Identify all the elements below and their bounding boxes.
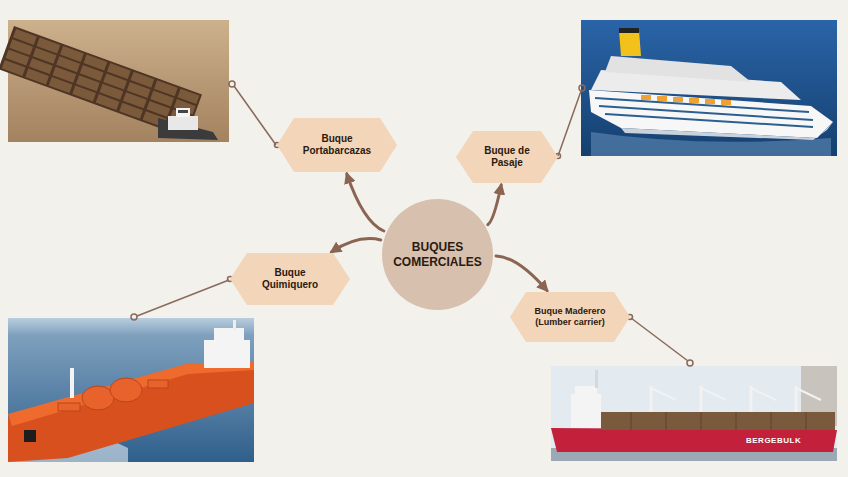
category-hexagon: Buque Quimiquero — [230, 253, 350, 305]
crane-jibs — [651, 388, 821, 400]
leader-dot — [687, 360, 693, 366]
curved-arrow — [496, 256, 547, 291]
barge-train — [0, 26, 202, 138]
hull-shadow — [621, 122, 833, 140]
category-label: Buque Quimiquero — [248, 267, 332, 292]
top-decks — [605, 56, 751, 82]
barge-photo — [0, 20, 229, 142]
leader-line — [234, 86, 276, 145]
hull-logo — [24, 430, 36, 442]
lumber-photo — [551, 366, 837, 461]
curved-arrow — [488, 185, 501, 225]
hexagon-fill — [277, 118, 397, 172]
deck-tanks — [58, 378, 168, 411]
hexagon-fill — [456, 131, 558, 183]
node-text: BUQUES COMERCIALES — [390, 240, 485, 270]
cranes — [651, 386, 796, 412]
hexagon-fill — [510, 292, 630, 342]
category-label: Buque de Pasaje — [474, 145, 540, 170]
curved-arrow — [331, 239, 380, 252]
barge-holds — [2, 29, 200, 135]
leader-dot — [579, 85, 585, 91]
sea — [8, 318, 254, 462]
sea — [581, 20, 837, 156]
leader-dot — [131, 314, 137, 320]
central-circle: BUQUES COMERCIALES — [382, 199, 493, 310]
tanker-photo — [8, 318, 254, 462]
category-hexagon: Buque Maderero (Lumber carrier) — [510, 292, 630, 342]
log-stacks — [631, 412, 806, 430]
tanker-deck — [8, 362, 254, 426]
node-text: Buque Maderero (Lumber carrier) — [524, 306, 616, 329]
category-hexagon: Buque Portabarcazas — [277, 118, 397, 172]
hull-lettering: BERGEBULK — [746, 436, 801, 445]
lifeboats — [641, 95, 731, 105]
funnel-top — [619, 28, 639, 33]
leader-line — [631, 318, 688, 361]
node-text: Buque de Pasaje — [474, 145, 540, 170]
leader-dot — [229, 81, 235, 87]
bow-mast — [70, 368, 74, 398]
category-label: Buque Portabarcazas — [295, 133, 379, 158]
sky — [551, 366, 837, 461]
category-label: Buque Maderero (Lumber carrier) — [524, 306, 616, 329]
superstructure — [571, 386, 601, 428]
hexagon-fill — [230, 253, 350, 305]
leader-line — [558, 91, 581, 156]
mast — [233, 320, 236, 330]
mast — [595, 370, 598, 388]
curved-arrow — [347, 174, 384, 231]
leader-lines — [131, 81, 693, 366]
node-text: Buque Portabarcazas — [295, 133, 379, 158]
tug-boat — [158, 108, 218, 140]
cruise-photo — [581, 20, 837, 156]
deck-windows — [595, 98, 813, 127]
central-title: BUQUES COMERCIALES — [390, 240, 485, 270]
funnel — [619, 30, 641, 56]
barge-hull — [0, 26, 202, 138]
superstructure — [204, 328, 250, 368]
circle-fill — [382, 199, 493, 310]
log-cargo — [601, 412, 835, 430]
node-text: Buque Quimiquero — [248, 267, 332, 292]
lumber-hull — [551, 428, 837, 452]
river-water — [8, 20, 229, 142]
leader-line — [137, 280, 229, 316]
category-hexagon: Buque de Pasaje — [456, 131, 558, 183]
